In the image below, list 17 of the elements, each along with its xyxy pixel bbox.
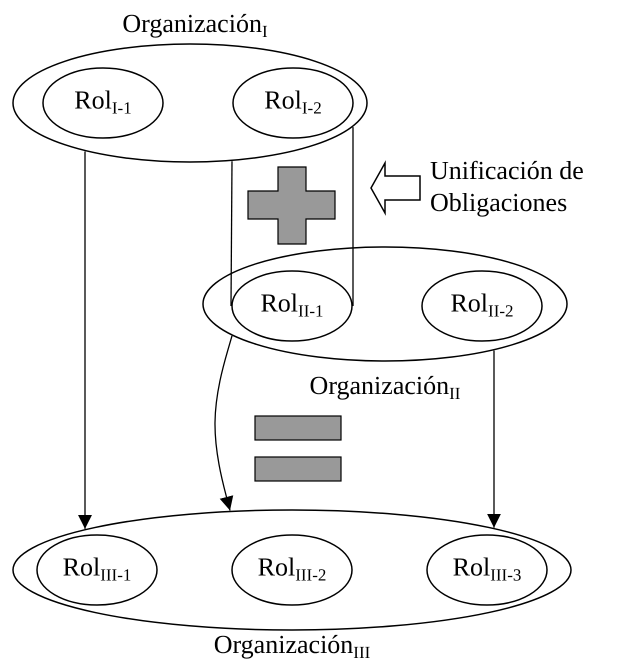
arrow (487, 350, 501, 528)
role-label: Rol$_{III-2}$ (258, 552, 326, 583)
organization-label: Organización$_{III}$ (214, 630, 370, 660)
connector-line (352, 127, 354, 306)
role-label: Rol$_{I-2}$ (264, 86, 322, 116)
organization-label: Organización$_{II}$ (310, 371, 460, 401)
arrow (78, 151, 92, 529)
arrow (214, 336, 234, 511)
connector-line (230, 161, 233, 306)
annotation-text: Unificación de Obligaciones (430, 155, 585, 219)
organization-label: Organización$_{I}$ (122, 9, 268, 39)
hollow-arrow (370, 160, 421, 216)
role-label: Rol$_{II-1}$ (260, 288, 324, 319)
role-label: Rol$_{III-1}$ (62, 552, 132, 583)
role-label: Rol$_{I-1}$ (74, 86, 132, 116)
role-label: Rol$_{III-3}$ (452, 552, 522, 583)
role-label: Rol$_{II-2}$ (450, 288, 514, 319)
